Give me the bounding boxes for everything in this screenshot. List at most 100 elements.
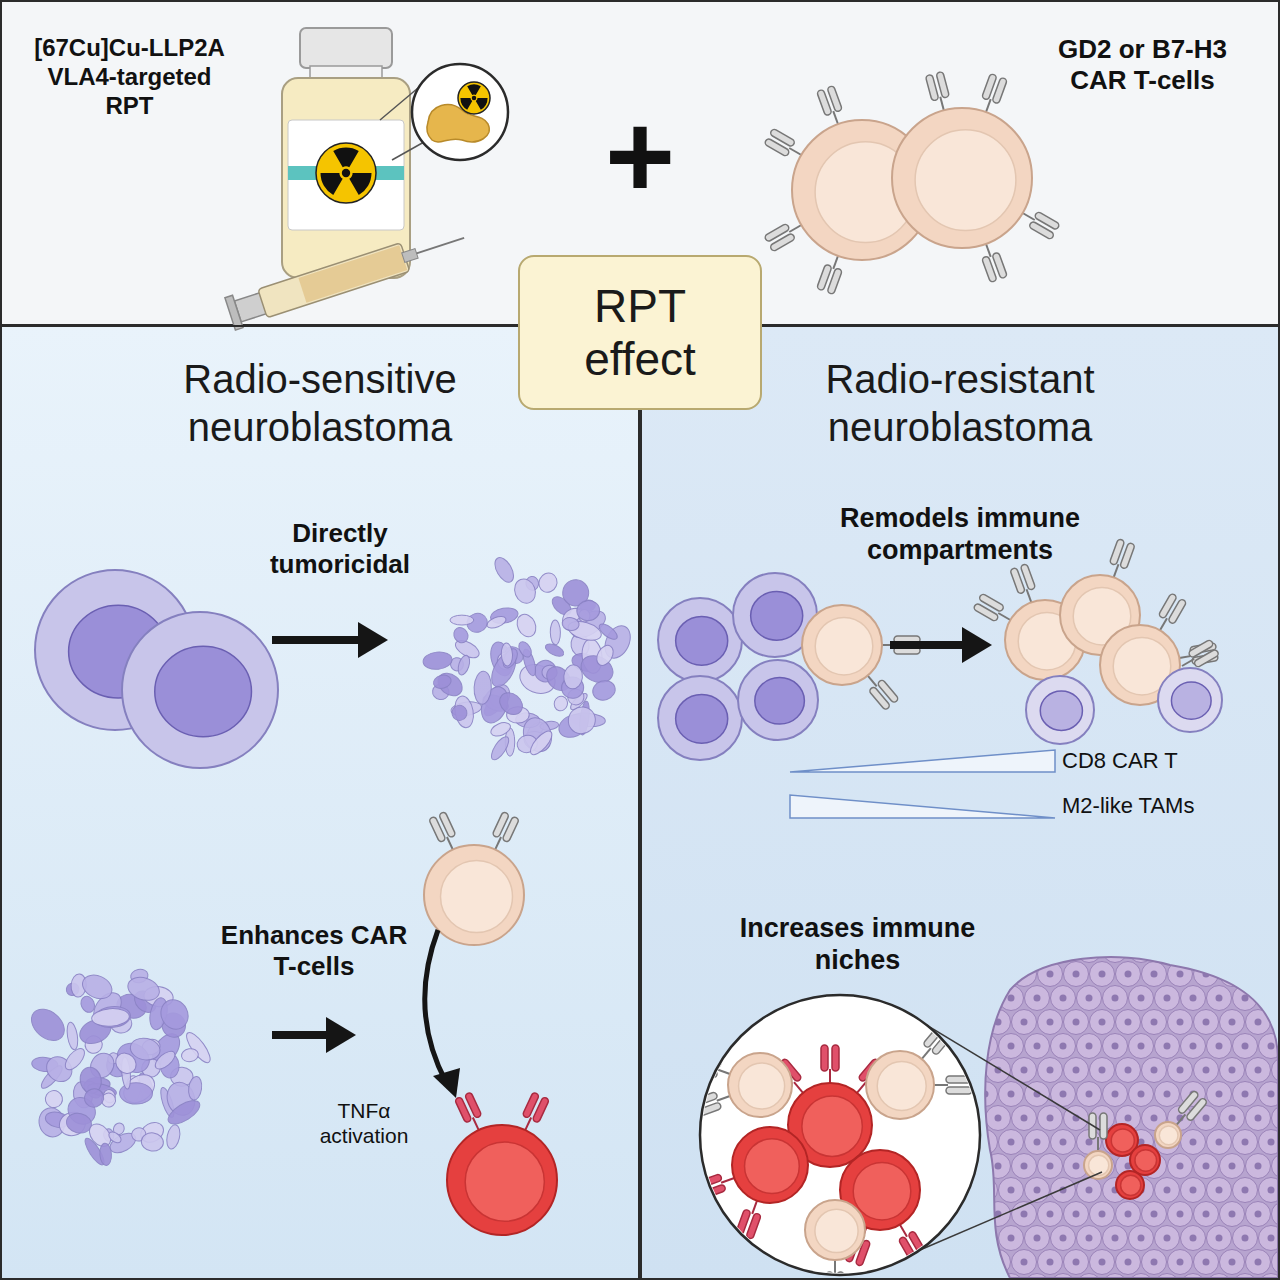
inset-cells bbox=[691, 1024, 972, 1280]
cell-nucleus bbox=[1121, 1175, 1141, 1195]
receptor-stalk bbox=[857, 1082, 866, 1093]
receptor-stalk bbox=[473, 1117, 479, 1130]
tissue-nucleus bbox=[1073, 1067, 1080, 1074]
tissue-nucleus bbox=[1008, 1235, 1015, 1242]
tissue-nucleus bbox=[1125, 1211, 1132, 1218]
tissue-nucleus bbox=[1073, 1211, 1080, 1218]
tissue-nucleus bbox=[1268, 947, 1275, 954]
radio-sensitive-illustration bbox=[25, 555, 635, 1235]
receptor-arm bbox=[1120, 542, 1135, 569]
receptor-arm bbox=[982, 256, 997, 283]
receptor-arm bbox=[1100, 1113, 1107, 1139]
tissue-cell bbox=[1155, 1082, 1180, 1107]
tissue-nucleus bbox=[1229, 971, 1236, 978]
tissue-nucleus bbox=[1034, 1187, 1041, 1194]
tissue-nucleus bbox=[1034, 1043, 1041, 1050]
tissue-cell bbox=[1142, 1010, 1167, 1035]
tissue-nucleus bbox=[1021, 1211, 1028, 1218]
debris-fragment bbox=[451, 625, 471, 645]
tissue-cell bbox=[1220, 1058, 1245, 1083]
arrow-head bbox=[358, 622, 388, 658]
debris-fragment bbox=[544, 641, 566, 658]
tissue-cell bbox=[1168, 1202, 1193, 1227]
receptor-arm bbox=[936, 71, 949, 98]
effect-label: Enhances CAR T-cells bbox=[218, 920, 410, 982]
receptor-stalk bbox=[1097, 1137, 1099, 1151]
tissue-ground bbox=[980, 940, 1280, 1280]
radiation-ground bbox=[316, 143, 376, 203]
tissue-cell bbox=[1207, 1034, 1232, 1059]
tissue-cell bbox=[1220, 1154, 1245, 1179]
tissue-nucleus bbox=[1255, 1019, 1262, 1026]
vial-cap bbox=[300, 28, 392, 68]
receptor-stalk bbox=[1023, 213, 1035, 220]
tissue-nucleus bbox=[1151, 971, 1158, 978]
receptor-arm bbox=[1186, 1097, 1208, 1121]
tissue-nucleus bbox=[1216, 1043, 1223, 1050]
tissue-cell bbox=[986, 962, 1011, 987]
debris-fragment bbox=[82, 1086, 106, 1109]
tissue-cell bbox=[1025, 1082, 1050, 1107]
receptor-arm bbox=[978, 593, 1004, 612]
receptor-stalk bbox=[1176, 1114, 1185, 1125]
cell-membrane bbox=[892, 108, 1032, 248]
receptor-arm bbox=[821, 1045, 828, 1071]
tumor-cell bbox=[658, 676, 742, 760]
tissue-nucleus bbox=[1034, 947, 1041, 954]
tissue-cell bbox=[1194, 1058, 1219, 1083]
tissue-cell bbox=[999, 1082, 1024, 1107]
tissue-cell bbox=[1051, 1034, 1076, 1059]
tissue-nucleus bbox=[1008, 1091, 1015, 1098]
car-receptor bbox=[429, 811, 461, 853]
radio-resistant-illustration bbox=[658, 539, 1280, 1280]
tissue-nucleus bbox=[1047, 1211, 1054, 1218]
tissue-cell bbox=[1194, 1202, 1219, 1227]
receptor-arm bbox=[764, 223, 790, 242]
car-receptor bbox=[691, 1053, 733, 1083]
tissue-nucleus bbox=[1008, 1139, 1015, 1146]
tissue-nucleus bbox=[1073, 1019, 1080, 1026]
tumor-cell bbox=[122, 612, 278, 768]
tissue-cell bbox=[1064, 1058, 1089, 1083]
activated-car-t-cell bbox=[1130, 1145, 1160, 1175]
receptor-stalk bbox=[922, 1048, 931, 1059]
zoom-line bbox=[392, 142, 424, 160]
tissue-nucleus bbox=[1086, 1043, 1093, 1050]
tissue-outline bbox=[985, 957, 1278, 1278]
car-t-cell bbox=[1155, 1090, 1208, 1148]
tissue-cell bbox=[1103, 938, 1128, 963]
tissue-cell bbox=[1181, 1034, 1206, 1059]
tissue-cell bbox=[1051, 1226, 1076, 1251]
cell-nucleus bbox=[739, 1063, 785, 1109]
activated-car-t-cell bbox=[696, 1127, 808, 1239]
tissue-nucleus bbox=[1112, 1235, 1119, 1242]
radiation-blade bbox=[467, 84, 481, 95]
tissue-cell bbox=[1038, 1058, 1063, 1083]
cell-membrane bbox=[447, 1125, 557, 1235]
tissue-cell bbox=[1155, 1034, 1180, 1059]
car-t-cell bbox=[805, 1200, 865, 1280]
tissue-nucleus bbox=[1047, 971, 1054, 978]
tissue-cell bbox=[999, 1034, 1024, 1059]
tissue-nucleus bbox=[1060, 1091, 1067, 1098]
tissue-nucleus bbox=[1255, 1211, 1262, 1218]
tissue-cell bbox=[999, 1226, 1024, 1251]
debris-fragment bbox=[516, 639, 534, 659]
debris-fragment bbox=[164, 1096, 203, 1129]
radiation-center bbox=[342, 169, 350, 177]
receptor-stalk bbox=[752, 1201, 757, 1214]
car-receptor bbox=[691, 1087, 733, 1117]
tissue-nucleus bbox=[1008, 1187, 1015, 1194]
syringe-liquid bbox=[298, 245, 407, 302]
tissue-cell bbox=[1155, 1178, 1180, 1203]
tissue-cell bbox=[1207, 1226, 1232, 1251]
tissue-nucleus bbox=[1034, 995, 1041, 1002]
tissue-cell bbox=[1090, 1058, 1115, 1083]
tissue-nucleus bbox=[1177, 971, 1184, 978]
car-receptor bbox=[1010, 564, 1040, 606]
cell-membrane bbox=[1158, 668, 1222, 732]
tissue-cell bbox=[973, 1226, 998, 1251]
panel-heading: Radio-sensitive neuroblastoma bbox=[150, 355, 490, 451]
debris-fragment bbox=[187, 1076, 203, 1101]
cell-membrane bbox=[1084, 1151, 1112, 1179]
